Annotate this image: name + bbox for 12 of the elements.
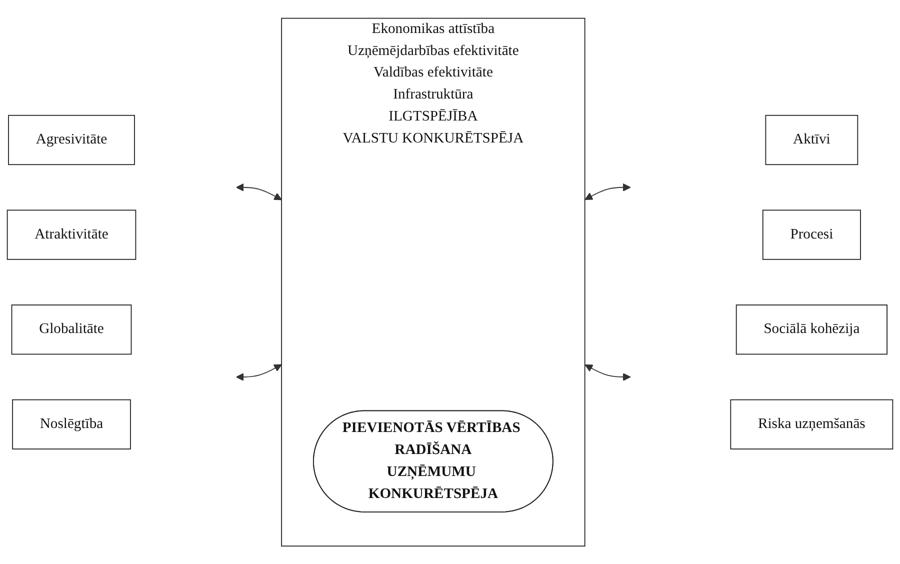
- arrow: [236, 364, 282, 381]
- node-box: Procesi: [762, 210, 861, 260]
- node-box: Noslēgtība: [12, 399, 131, 450]
- node-box: Aktīvi: [765, 114, 858, 165]
- arrow: [584, 364, 631, 381]
- node-box: Atraktivitāte: [6, 210, 136, 260]
- node-box: Riska uzņemšanās: [730, 399, 894, 450]
- arrow: [236, 183, 282, 200]
- arrow: [584, 183, 631, 200]
- node-box: Agresivitāte: [8, 114, 135, 165]
- node-box: Globalitāte: [11, 304, 132, 354]
- node-box: Sociālā kohēzija: [736, 304, 888, 354]
